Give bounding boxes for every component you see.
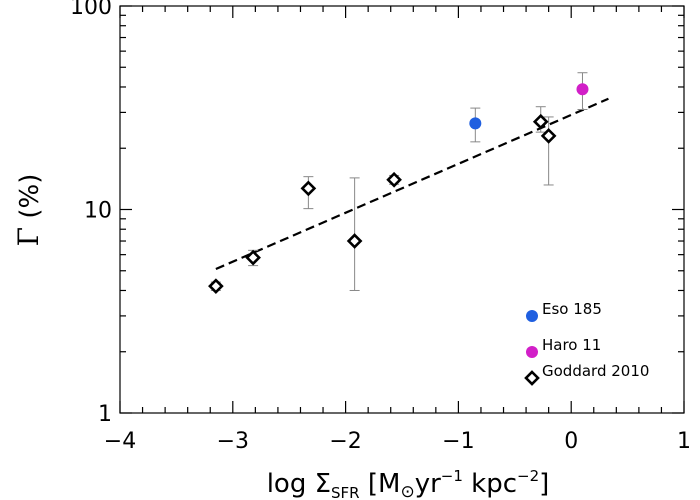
legend-marker bbox=[524, 370, 540, 386]
legend-label: Goddard 2010 bbox=[542, 362, 649, 380]
data-point bbox=[346, 233, 363, 249]
data-point bbox=[469, 117, 482, 130]
legend-marker bbox=[526, 310, 538, 322]
data-point bbox=[576, 83, 589, 96]
data-point bbox=[540, 128, 557, 144]
x-tick-label: −4 bbox=[104, 429, 136, 454]
y-axis-title: Γ (%) bbox=[12, 174, 45, 247]
data-point bbox=[300, 180, 317, 197]
x-axis-title: log ΣSFR [M⊙yr−1 kpc−2] bbox=[267, 467, 550, 500]
ticks: −4 −3 −2 −1 0 1 1 10 100 bbox=[70, 0, 691, 454]
legend-label: Eso 185 bbox=[542, 300, 602, 318]
x-tick-label: 0 bbox=[564, 429, 578, 454]
y-tick-label: 10 bbox=[84, 199, 112, 224]
data-point bbox=[532, 113, 549, 130]
data-point bbox=[386, 171, 402, 188]
y-tick-label: 100 bbox=[70, 0, 112, 20]
x-tick-label: 1 bbox=[677, 429, 691, 454]
x-tick-label: −2 bbox=[329, 429, 361, 454]
data-points bbox=[208, 83, 589, 295]
y-tick-label: 1 bbox=[98, 402, 112, 427]
fit-line bbox=[215, 97, 609, 271]
legend-marker bbox=[526, 346, 538, 358]
data-point bbox=[245, 249, 261, 266]
x-tick-label: −3 bbox=[217, 429, 249, 454]
legend-label: Haro 11 bbox=[542, 336, 601, 354]
fit-line-group bbox=[215, 97, 609, 271]
data-point bbox=[208, 278, 224, 295]
x-tick-label: −1 bbox=[442, 429, 474, 454]
